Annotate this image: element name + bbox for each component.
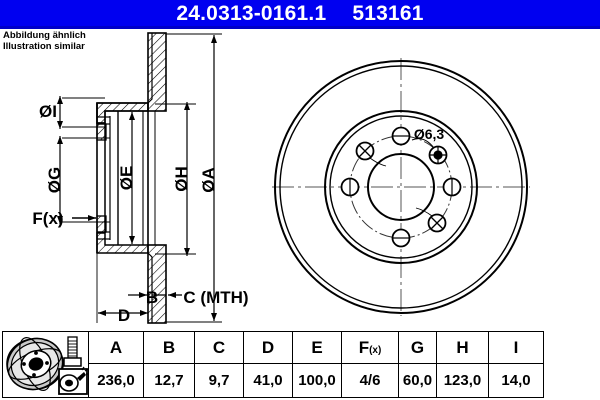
table-value-d: 41,0 <box>243 363 293 398</box>
dimension-table: A B C D E F(x) G H I 236,0 12,7 9,7 41,0… <box>2 331 599 398</box>
table-value-a: 236,0 <box>88 363 144 398</box>
table-header-fx-main: F <box>358 337 370 357</box>
table-header-h: H <box>436 331 489 364</box>
dimension-b: B <box>128 253 167 308</box>
table-header-fx-sub: (x) <box>369 344 382 356</box>
dimension-label-h: ØH <box>172 166 191 192</box>
product-icons-cell <box>2 331 89 398</box>
table-value-fx: 4/6 <box>341 363 399 398</box>
dimension-label-e: ØE <box>117 166 136 191</box>
coating-spray-icon <box>58 366 89 395</box>
dimension-label-c: C (MTH) <box>183 288 248 307</box>
illustration-note: Abbildung ähnlich Illustration similar <box>3 30 86 52</box>
table-value-g: 60,0 <box>398 363 437 398</box>
hub-section-top <box>96 102 149 124</box>
drawing-area: ØI ØG ØE <box>0 28 600 328</box>
header-banner <box>0 0 600 28</box>
dimension-c: C (MTH) <box>168 288 249 307</box>
alternate-hole-group <box>355 141 447 233</box>
note-line-de: Abbildung ähnlich <box>3 30 86 41</box>
part-number: 24.0313-0161.1 <box>176 2 327 25</box>
disc-body-section <box>147 32 167 324</box>
table-value-e: 100,0 <box>292 363 342 398</box>
dimension-fx: F(x) <box>32 209 96 228</box>
dimension-label-d: D <box>118 306 130 325</box>
dimension-label-i: ØI <box>39 102 57 121</box>
hub-hat-outer <box>324 110 478 264</box>
dimension-i: ØI <box>39 96 105 129</box>
table-header-d: D <box>243 331 293 364</box>
table-value-c: 9,7 <box>194 363 244 398</box>
disc-outer-edge <box>274 60 528 314</box>
bolt-hole-left <box>340 177 360 197</box>
face-view: Ø6,3 <box>272 58 530 316</box>
hub-bore-lines <box>104 111 156 245</box>
dimension-e: ØE <box>117 112 136 244</box>
technical-drawing-svg: ØI ØG ØE <box>32 32 530 325</box>
dimension-h: ØH <box>155 102 196 256</box>
table-header-i: I <box>488 331 544 364</box>
dimension-table-wrapper: A B C D E F(x) G H I 236,0 12,7 9,7 41,0… <box>2 331 599 398</box>
reference-number: 513161 <box>352 2 424 25</box>
dimension-label-g: ØG <box>45 167 64 193</box>
note-line-en: Illustration similar <box>3 41 85 52</box>
centering-collar-top <box>96 116 110 141</box>
brake-disc-icon <box>6 337 64 391</box>
table-value-b: 12,7 <box>143 363 195 398</box>
header-number-group: 24.0313-0161.1 513161 <box>0 0 600 28</box>
bolt-hole-bottom <box>391 228 411 248</box>
bolt-icon <box>63 336 82 367</box>
table-header-b: B <box>143 331 195 364</box>
product-icon-group <box>6 336 89 395</box>
dimension-label-fx: F(x) <box>32 209 63 228</box>
hub-hat-inner <box>329 115 473 259</box>
dimension-label-b: B <box>146 288 158 307</box>
table-header-fx: F(x) <box>341 331 399 364</box>
cross-section-view: ØI ØG ØE <box>32 32 249 325</box>
bolt-hole-right <box>442 177 462 197</box>
table-value-row: 236,0 12,7 9,7 41,0 100,0 4/6 60,0 123,0… <box>3 363 599 398</box>
table-value-h: 123,0 <box>436 363 489 398</box>
alternate-hole-lower-right <box>415 207 447 233</box>
header-banner-underline <box>0 26 600 29</box>
table-header-e: E <box>292 331 342 364</box>
center-bore <box>367 153 435 221</box>
alternate-hole-upper-left <box>355 141 387 167</box>
table-header-c: C <box>194 331 244 364</box>
disc-friction-edge <box>279 65 523 309</box>
hub-section-bottom <box>96 232 149 254</box>
table-header-a: A <box>88 331 144 364</box>
dimension-a: ØA <box>166 33 222 323</box>
bolt-hole-group-4 <box>340 126 462 248</box>
dimension-g: ØG <box>45 136 110 224</box>
table-value-i: 14,0 <box>488 363 544 398</box>
bolt-hole-top <box>391 126 411 146</box>
locating-hole <box>411 138 448 165</box>
dimension-label-a: ØA <box>199 167 218 193</box>
table-header-g: G <box>398 331 437 364</box>
dimension-d: D <box>96 253 148 325</box>
table-header-row: A B C D E F(x) G H I <box>2 331 599 398</box>
hole-diameter-label: Ø6,3 <box>414 126 445 142</box>
